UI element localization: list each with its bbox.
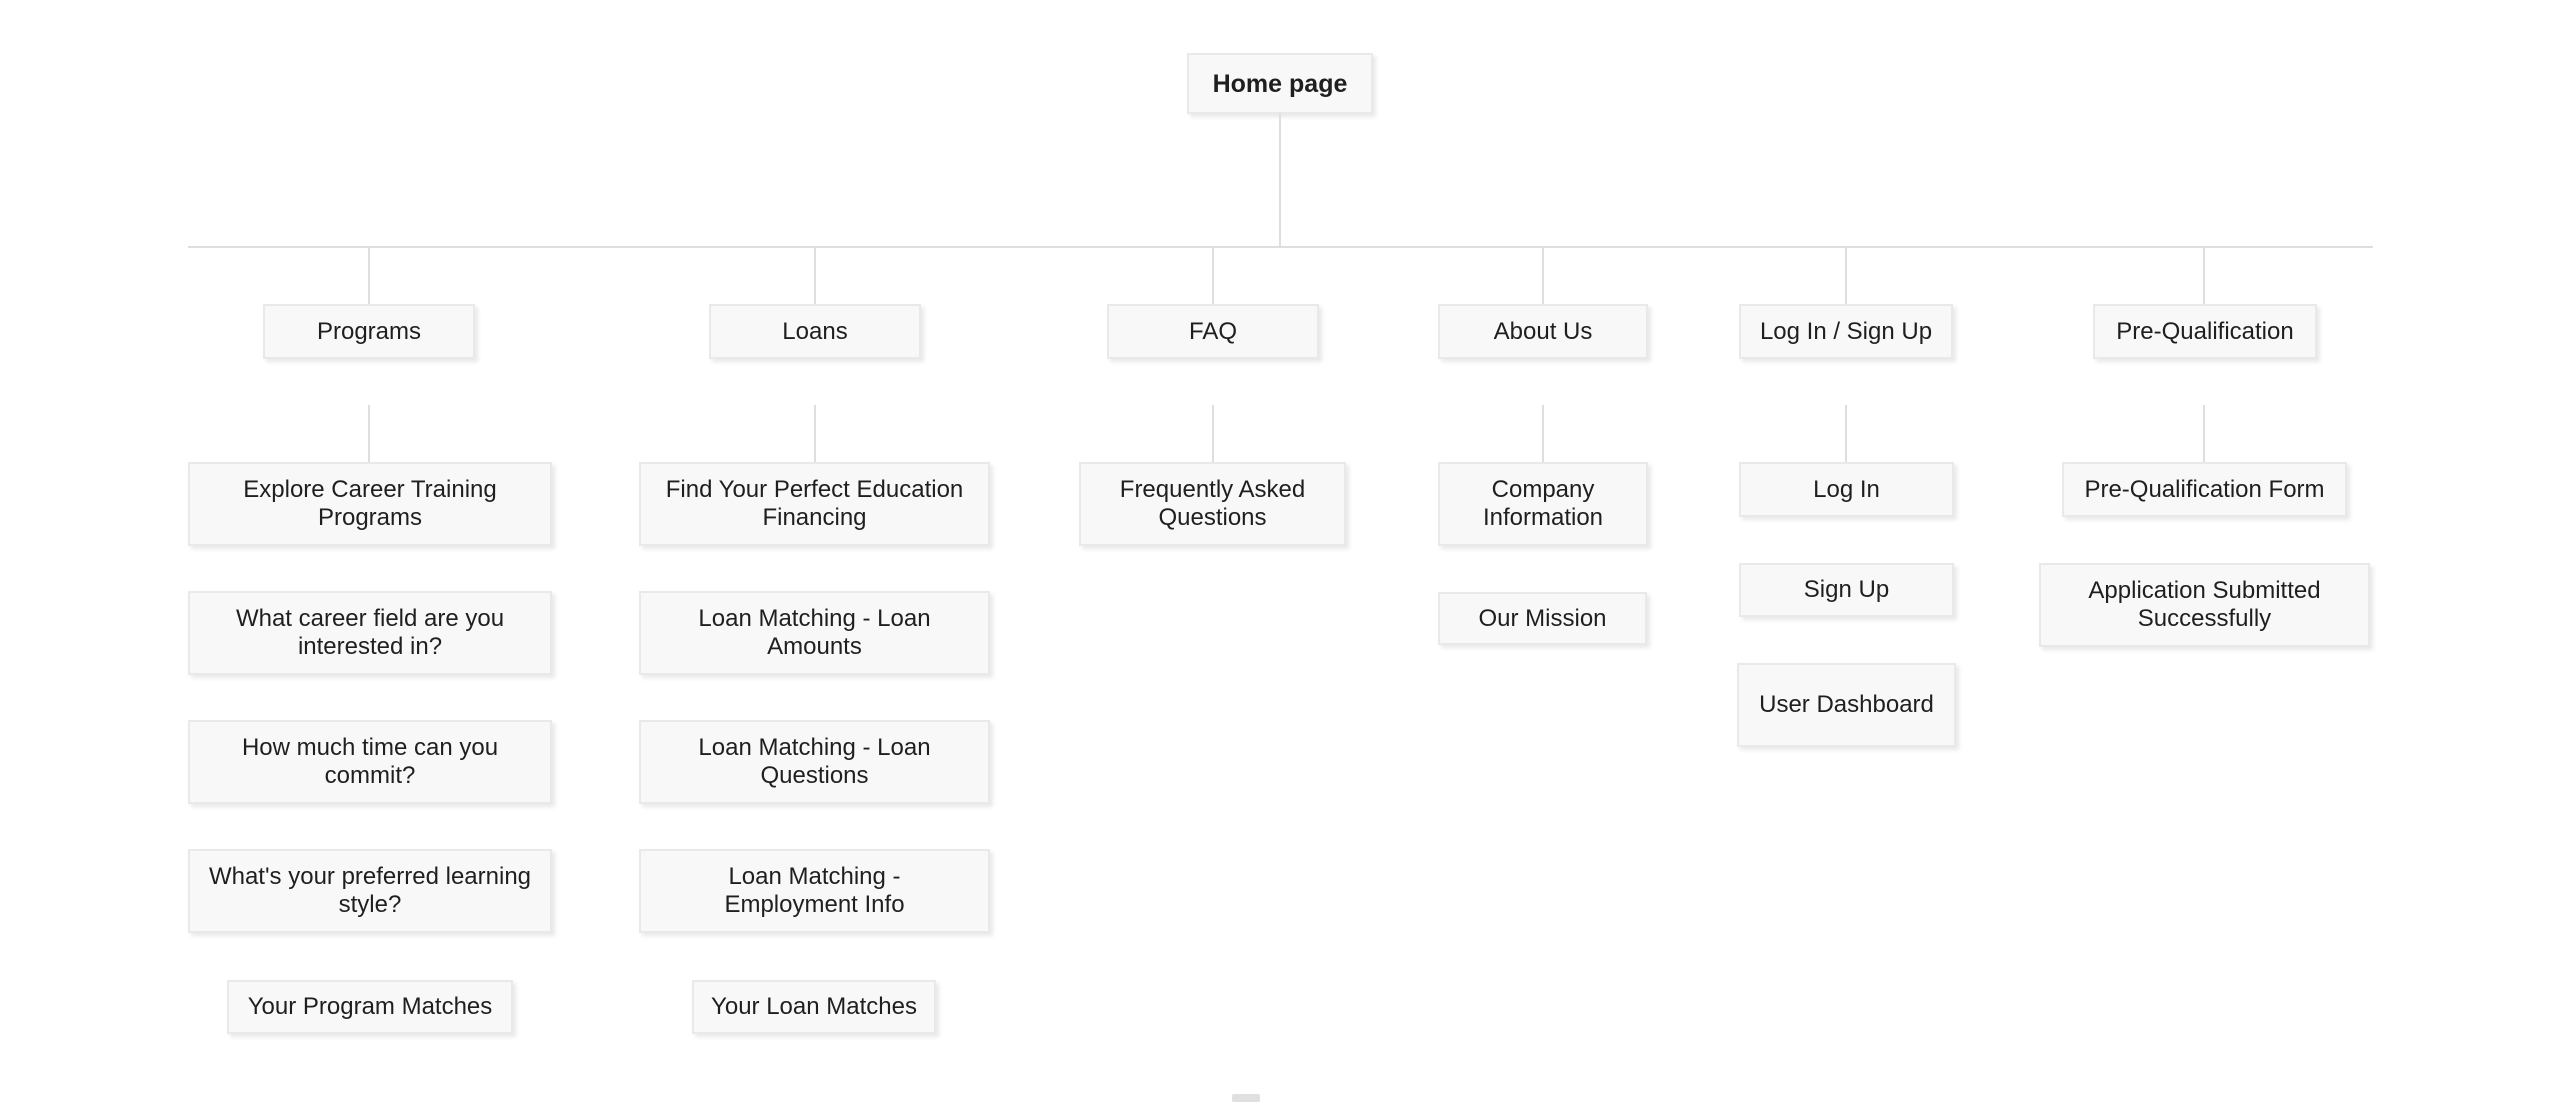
- connector-branch-stub-programs: [368, 247, 370, 304]
- node-sign-up[interactable]: Sign Up: [1739, 563, 1954, 617]
- connector-child-stub-loans: [814, 405, 816, 462]
- node-your-program-matches[interactable]: Your Program Matches: [227, 980, 513, 1034]
- connector-branch-stub-log-in-sign-up: [1845, 247, 1847, 304]
- node-loans[interactable]: Loans: [709, 304, 921, 359]
- connector-branch-stub-pre-qualification: [2203, 247, 2205, 304]
- connector-home-drop: [1279, 114, 1281, 247]
- node-programs[interactable]: Programs: [263, 304, 475, 359]
- cropped-artifact: [1232, 1094, 1260, 1102]
- connector-child-stub-programs: [368, 405, 370, 462]
- node-loan-matching-employment-info[interactable]: Loan Matching - Employment Info: [639, 849, 990, 933]
- node-company-information[interactable]: Company Information: [1438, 462, 1648, 546]
- node-find-your-perfect-education-financing[interactable]: Find Your Perfect Education Financing: [639, 462, 990, 546]
- node-faq[interactable]: FAQ: [1107, 304, 1319, 359]
- connector-child-stub-faq: [1212, 405, 1214, 462]
- node-log-in-sign-up[interactable]: Log In / Sign Up: [1739, 304, 1953, 359]
- node-log-in[interactable]: Log In: [1739, 462, 1954, 517]
- node-home-page[interactable]: Home page: [1187, 53, 1373, 114]
- node-our-mission[interactable]: Our Mission: [1438, 592, 1647, 645]
- node-application-submitted-successfully[interactable]: Application Submitted Successfully: [2039, 563, 2370, 647]
- node-what-career-field-are-you-interested-in[interactable]: What career field are you interested in?: [188, 591, 552, 675]
- connector-branch-stub-faq: [1212, 247, 1214, 304]
- node-pre-qualification[interactable]: Pre-Qualification: [2093, 304, 2317, 359]
- node-your-loan-matches[interactable]: Your Loan Matches: [692, 980, 936, 1034]
- node-explore-career-training-programs[interactable]: Explore Career Training Programs: [188, 462, 552, 546]
- node-loan-matching-loan-amounts[interactable]: Loan Matching - Loan Amounts: [639, 591, 990, 675]
- node-loan-matching-loan-questions[interactable]: Loan Matching - Loan Questions: [639, 720, 990, 804]
- node-how-much-time-can-you-commit[interactable]: How much time can you commit?: [188, 720, 552, 804]
- node-pre-qualification-form[interactable]: Pre-Qualification Form: [2062, 462, 2347, 517]
- node-what-s-your-preferred-learning-style[interactable]: What's your preferred learning style?: [188, 849, 552, 933]
- node-user-dashboard[interactable]: User Dashboard: [1737, 663, 1956, 747]
- connector-horizontal-rail: [188, 246, 2373, 248]
- connector-child-stub-about-us: [1542, 405, 1544, 462]
- connector-child-stub-log-in-sign-up: [1845, 405, 1847, 462]
- connector-branch-stub-loans: [814, 247, 816, 304]
- connector-branch-stub-about-us: [1542, 247, 1544, 304]
- connector-child-stub-pre-qualification: [2203, 405, 2205, 462]
- node-frequently-asked-questions[interactable]: Frequently Asked Questions: [1079, 462, 1346, 546]
- node-about-us[interactable]: About Us: [1438, 304, 1648, 359]
